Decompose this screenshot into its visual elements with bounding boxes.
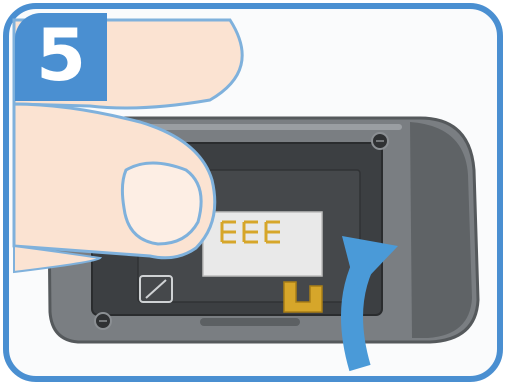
- step-number: 5: [36, 19, 86, 91]
- screw-icon: [95, 313, 111, 329]
- sim-card-icon: [203, 212, 322, 276]
- device-bottom-lip: [200, 318, 300, 326]
- screw-icon: [372, 133, 388, 149]
- step-badge: 5: [15, 13, 107, 101]
- device-side-edge: [410, 122, 472, 338]
